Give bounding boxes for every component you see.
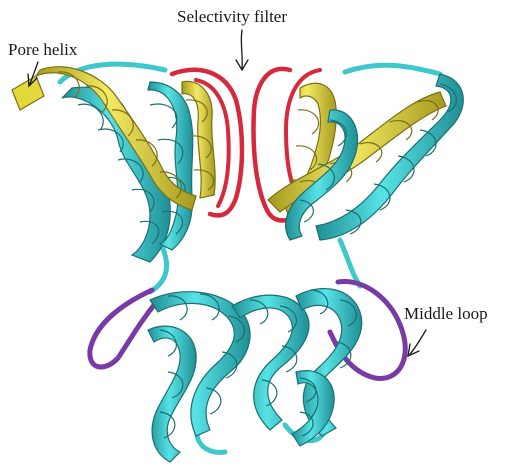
cytoplasmic-helix-bundle <box>148 289 362 462</box>
pore-helix-label: Pore helix <box>8 41 77 58</box>
middle-loop-left <box>90 290 158 367</box>
left-tm-helices <box>62 82 193 262</box>
cyto-helix-2 <box>232 295 309 430</box>
cyto-helix-4 <box>148 326 196 462</box>
selectivity-filter-label: Selectivity filter <box>177 8 287 25</box>
coil-top-right <box>345 65 440 74</box>
arrow-middle-loop <box>408 330 426 356</box>
middle-loop-label: Middle loop <box>404 305 488 322</box>
arrow-selectivity-filter <box>236 30 248 70</box>
